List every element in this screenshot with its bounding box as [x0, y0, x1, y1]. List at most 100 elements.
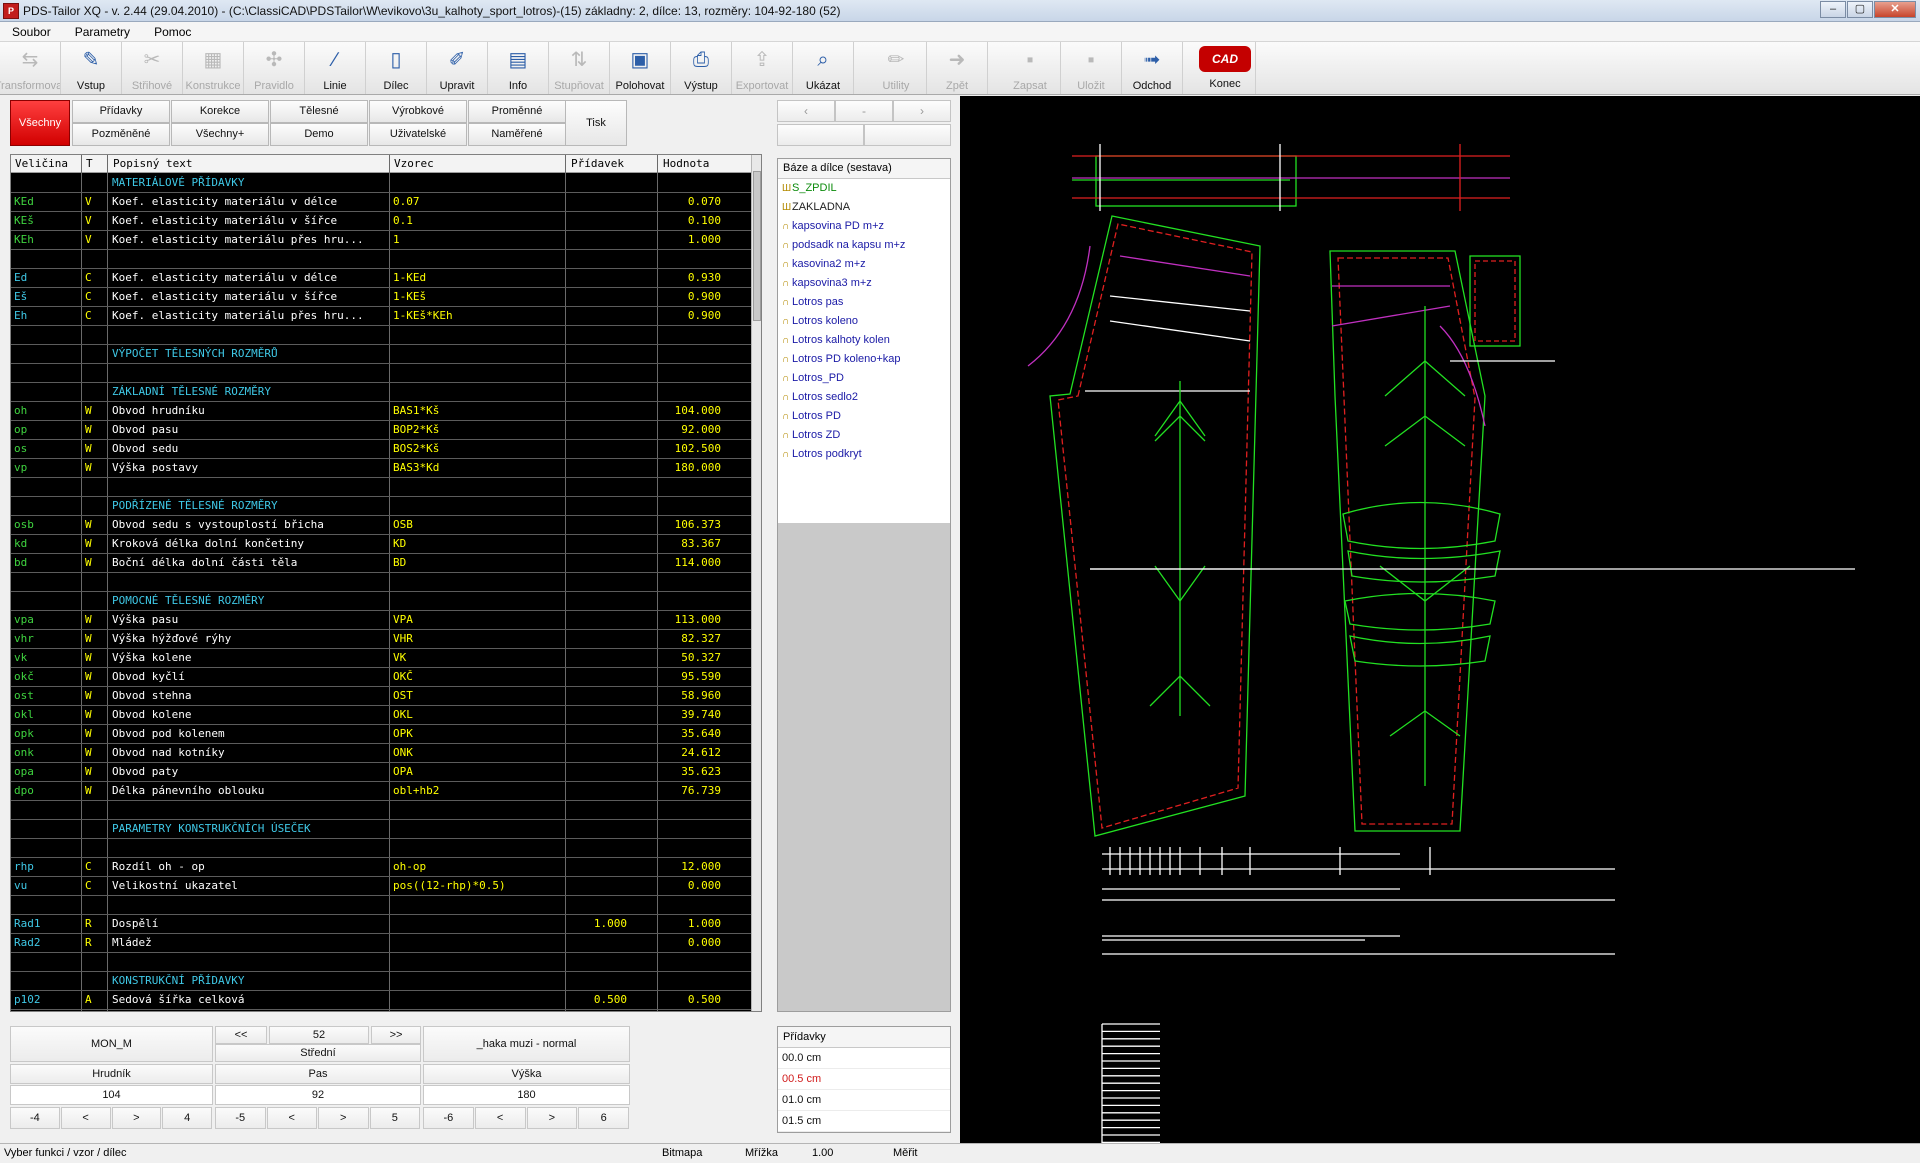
list-item[interactable]: ∩kasovina2 m+z — [778, 255, 950, 274]
value-hrudnik[interactable]: 104 — [10, 1085, 213, 1105]
size-step-button[interactable]: < — [266, 1107, 317, 1129]
size-step-button[interactable]: -6 — [423, 1107, 474, 1129]
pieces-nav-blank-1[interactable] — [777, 124, 864, 146]
size-step-button[interactable]: > — [111, 1107, 162, 1129]
grid-section-row[interactable]: KONSTRUKČNÍ PŘÍDAVKY — [11, 972, 751, 991]
grid-scrollbar[interactable] — [751, 155, 761, 1011]
table-row[interactable] — [11, 326, 751, 345]
pridavky-item[interactable]: 01.0 cm — [778, 1090, 950, 1111]
filter-přídavky-button[interactable]: Přídavky — [72, 100, 170, 123]
list-item[interactable]: ∩kapsovina3 m+z — [778, 274, 950, 293]
filter-výrobkové-button[interactable]: Výrobkové — [369, 100, 467, 123]
list-item[interactable]: ∩Lotros sedlo2 — [778, 388, 950, 407]
pieces-prev-button[interactable]: ‹ — [777, 100, 835, 122]
toolbar-zpět-button[interactable]: ➜Zpět — [927, 42, 988, 94]
table-row[interactable] — [11, 896, 751, 915]
pieces-nav-blank-2[interactable] — [864, 124, 951, 146]
list-item[interactable]: ∩Lotros podkryt — [778, 445, 950, 464]
toolbar-linie-button[interactable]: ∕Linie — [305, 42, 366, 94]
list-item[interactable]: ∩kapsovina PD m+z — [778, 217, 950, 236]
minimize-button[interactable]: – — [1820, 1, 1846, 18]
toolbar-info-button[interactable]: ▤Info — [488, 42, 549, 94]
back-piece[interactable] — [1329, 250, 1486, 832]
toolbar-utility-button[interactable]: ✏Utility — [866, 42, 927, 94]
col-velicina[interactable]: Veličina — [15, 157, 68, 170]
list-item[interactable]: ∩Lotros koleno — [778, 312, 950, 331]
toolbar-výstup-button[interactable]: ⎙Výstup — [671, 42, 732, 94]
toolbar-konstrukce-button[interactable]: ▦Konstrukce — [183, 42, 244, 94]
status-grid[interactable]: Mřížka — [745, 1147, 778, 1159]
size-next-button[interactable]: >> — [371, 1026, 421, 1044]
col-description[interactable]: Popisný text — [113, 157, 193, 170]
toolbar-polohovat-button[interactable]: ▣Polohovat — [610, 42, 671, 94]
close-button[interactable]: ✕ — [1874, 1, 1916, 18]
toolbar-upravit-button[interactable]: ✐Upravit — [427, 42, 488, 94]
grid-section-row[interactable]: MATERIÁLOVÉ PŘÍDAVKY — [11, 174, 751, 193]
toolbar-transformovat-button[interactable]: ⇆Transformovat — [0, 42, 61, 94]
toolbar-stupňovat-button[interactable]: ⇅Stupňovat — [549, 42, 610, 94]
col-hodnota[interactable]: Hodnota — [663, 157, 710, 170]
toolbar-odchod-button[interactable]: ➟Odchod — [1122, 42, 1183, 94]
menu-parametry[interactable]: Parametry — [74, 24, 131, 39]
pridavky-item[interactable]: 00.0 cm — [778, 1048, 950, 1069]
table-row[interactable] — [11, 573, 751, 592]
pattern-drawing[interactable] — [960, 96, 1920, 1163]
size-stredni-button[interactable]: Střední — [215, 1044, 421, 1062]
list-item[interactable]: ∩Lotros pas — [778, 293, 950, 312]
grid-section-row[interactable]: VÝPOČET TĚLESNÝCH ROZMĚRŮ — [11, 345, 751, 364]
size-step-button[interactable]: 4 — [162, 1107, 212, 1129]
list-item[interactable]: ∩Lotros PD koleno+kap — [778, 350, 950, 369]
toolbar-zapsat-button[interactable]: ▪Zapsat — [1000, 42, 1061, 94]
pieces-next-button[interactable]: › — [893, 100, 951, 122]
size-step-button[interactable]: -5 — [215, 1107, 266, 1129]
table-row[interactable] — [11, 478, 751, 497]
grid-section-row[interactable]: PARAMETRY KONSTRUKČNÍCH ÚSEČEK — [11, 820, 751, 839]
size-step-button[interactable]: > — [318, 1107, 369, 1129]
list-item[interactable]: ∩Lotros_PD — [778, 369, 950, 388]
status-bitmap[interactable]: Bitmapa — [662, 1147, 703, 1159]
maximize-button[interactable]: ▢ — [1847, 1, 1873, 18]
pieces-mid-button[interactable]: - — [835, 100, 893, 122]
pridavky-item[interactable]: 01.5 cm — [778, 1111, 950, 1132]
size-step-button[interactable]: < — [474, 1107, 526, 1129]
size-prev-button[interactable]: << — [215, 1026, 267, 1044]
grid-section-row[interactable]: POMOCNÉ TĚLESNÉ ROZMĚRY — [11, 592, 751, 611]
table-row[interactable] — [11, 364, 751, 383]
table-row[interactable] — [11, 801, 751, 820]
list-item[interactable]: ∩Lotros PD — [778, 407, 950, 426]
table-row[interactable] — [11, 250, 751, 269]
list-item[interactable]: ШZAKLADNA — [778, 198, 950, 217]
toolbar-pravidlo-button[interactable]: ✣Pravidlo — [244, 42, 305, 94]
table-row[interactable] — [11, 953, 751, 972]
filter-pozměněné-button[interactable]: Pozměněné — [72, 123, 170, 146]
filter-naměřené-button[interactable]: Naměřené — [468, 123, 566, 146]
list-item[interactable]: ШS_ZPDIL — [778, 179, 950, 198]
col-pridavek[interactable]: Přídavek — [571, 157, 624, 170]
filter-proměnné-button[interactable]: Proměnné — [468, 100, 566, 123]
col-type[interactable]: T — [86, 157, 93, 170]
filter-všechny+-button[interactable]: Všechny+ — [171, 123, 269, 146]
size-step-button[interactable]: < — [60, 1107, 111, 1129]
grid-scroll-thumb[interactable] — [753, 171, 761, 321]
list-item[interactable]: ∩Lotros kalhoty kolen — [778, 331, 950, 350]
size-template[interactable]: MON_M — [10, 1026, 213, 1062]
cad-canvas[interactable] — [960, 96, 1920, 1163]
